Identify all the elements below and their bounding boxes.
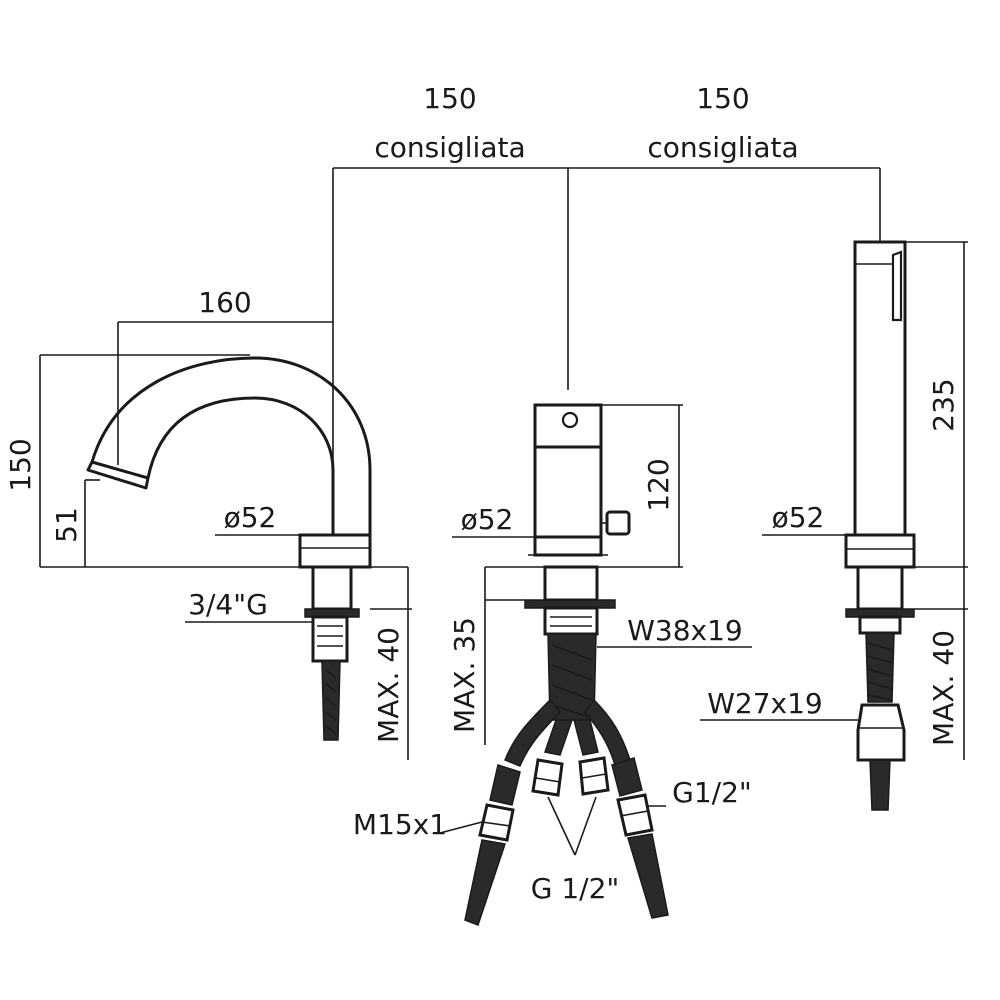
hose-g12-right-label: G1/2" — [672, 776, 752, 809]
mixer-nut-label: W38x19 — [627, 614, 743, 647]
spout-max-deck-label: MAX. 40 — [372, 627, 405, 743]
shower-body — [844, 240, 916, 811]
shower-height-dimension — [905, 241, 968, 568]
spacing-left-value: 150 — [423, 82, 476, 115]
hose-g12-bottom-label: G 1/2" — [531, 872, 620, 905]
spout-reach-dimension — [117, 321, 333, 465]
spacing-dimension-lines — [332, 167, 881, 470]
mixer-hoses — [464, 698, 669, 926]
spout-thread-label: 3/4"G — [188, 588, 268, 621]
spacing-left-note: consigliata — [374, 131, 525, 164]
mixer-base-dia-label: ø52 — [461, 503, 514, 536]
mixer-height-label: 120 — [642, 458, 675, 511]
shower-base-dia-label: ø52 — [772, 501, 825, 534]
spout-base-dia-label: ø52 — [224, 501, 277, 534]
mixer-body — [524, 403, 631, 721]
spout-max-deck-dimension — [370, 567, 412, 760]
shower-max-deck-dimension — [914, 567, 968, 760]
spout-height-label: 150 — [4, 438, 37, 491]
spout-outlet-height-label: 51 — [50, 507, 83, 543]
hose-m15-leader — [439, 821, 483, 834]
mixer-max-deck-label: MAX. 35 — [448, 617, 481, 733]
shower-nut-label: W27x19 — [707, 687, 823, 720]
spout-height-dimension — [39, 354, 408, 568]
spout-body — [86, 356, 372, 741]
shower-max-deck-label: MAX. 40 — [927, 630, 960, 746]
spout-reach-label: 160 — [198, 286, 251, 319]
shower-height-label: 235 — [927, 378, 960, 431]
hose-g12-bottom-leader — [547, 796, 597, 856]
spacing-right-note: consigliata — [647, 131, 798, 164]
spacing-right-value: 150 — [696, 82, 749, 115]
mixer-max-deck-dimension — [484, 567, 525, 745]
hose-m15-label: M15x1 — [353, 808, 447, 841]
mixer-height-dimension — [485, 404, 683, 568]
